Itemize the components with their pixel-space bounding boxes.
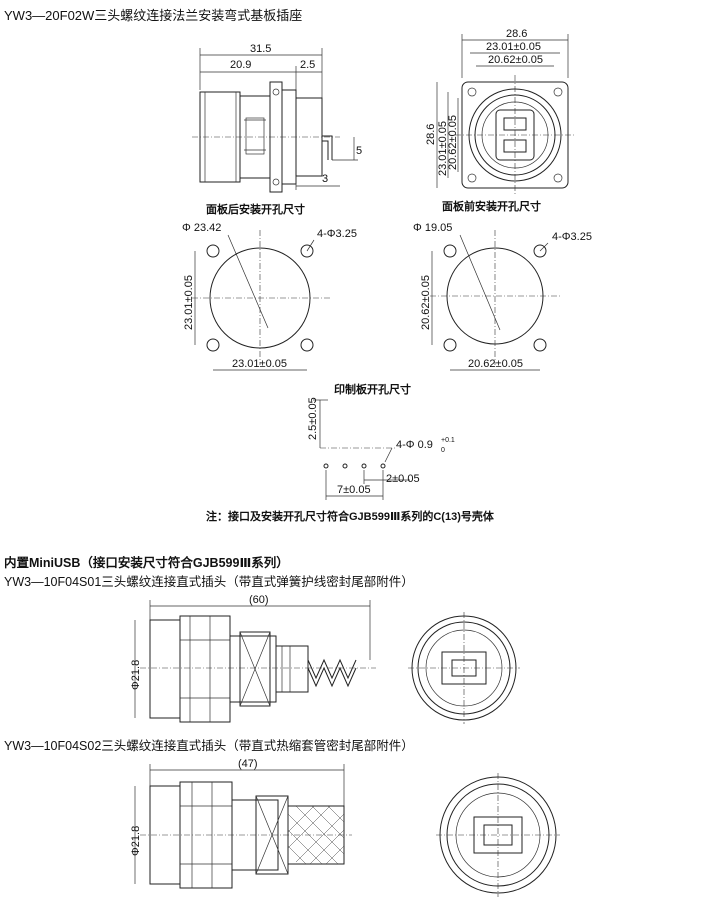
- dim-side-h3: 3: [322, 173, 328, 185]
- title-minusb: 内置MiniUSB（接口安装尺寸符合GJB599Ⅲ系列）: [4, 555, 289, 570]
- dim-side-h5: 5: [356, 145, 362, 157]
- dim-rear-v: 23.01±0.05: [183, 275, 195, 330]
- dim-plug1-dia: Φ21.8: [130, 660, 142, 690]
- dim-front-dia: Φ 19.05: [413, 222, 452, 234]
- socket-front-view: 28.6 23.01±0.05 20.62±0.05 28.6 23.01±0.…: [425, 28, 575, 195]
- plug-shrink-front-view: [436, 773, 560, 897]
- plug-shrink-side-view: (47) Φ21.8: [130, 758, 352, 889]
- dim-pcb-holes: 4-Φ 0.9: [396, 439, 433, 451]
- plug-spring-side-view: (60) Φ21.8: [130, 594, 376, 723]
- dim-front-h: 20.62±0.05: [468, 358, 523, 370]
- dim-front-h-outer: 28.6: [425, 124, 437, 145]
- dim-plug1-len: (60): [249, 594, 269, 606]
- title-plug-spring: YW3—10F04S01三头螺纹连接直式插头（带直式弹簧护线密封尾部附件）: [4, 574, 414, 589]
- dim-plug2-len: (47): [238, 758, 258, 770]
- dim-rear-holes: 4-Φ3.25: [317, 228, 357, 240]
- dim-front-w-outer: 28.6: [506, 28, 527, 40]
- dim-front-v: 20.62±0.05: [420, 275, 432, 330]
- dim-rear-dia: Φ 23.42: [182, 222, 221, 234]
- front-cutout-view: Φ 19.05 4-Φ3.25 20.62±0.05 20.62±0.05: [413, 222, 592, 371]
- dim-pcb-tol-up: +0.1: [441, 437, 455, 444]
- dim-plug2-dia: Φ21.8: [130, 826, 142, 856]
- dim-side-body: 20.9: [230, 59, 251, 71]
- dim-rear-h: 23.01±0.05: [232, 358, 287, 370]
- title-plug-shrink: YW3—10F04S02三头螺纹连接直式插头（带直式热缩套管密封尾部附件）: [4, 738, 414, 753]
- dim-front-holes: 4-Φ3.25: [552, 231, 592, 243]
- note-text: 注：接口及安装开孔尺寸符合GJB599Ⅲ系列的C(13)号壳体: [206, 509, 495, 523]
- dim-pcb-pitch: 2±0.05: [386, 473, 420, 485]
- dim-side-total: 31.5: [250, 43, 271, 55]
- rear-cutout-view: Φ 23.42 4-Φ3.25 23.01±0.05 23.01±0.05: [182, 222, 357, 371]
- title-socket: YW3—20F02W三头螺纹连接法兰安装弯式基板插座: [4, 8, 302, 23]
- dim-pcb-tol-dn: 0: [441, 447, 445, 454]
- dim-front-h-mid: 23.01±0.05: [437, 121, 449, 176]
- dim-side-pin: 2.5: [300, 59, 315, 71]
- pcb-cutout-view: 2.5±0.05 4-Φ 0.9 +0.1 0 2±0.05 7±0.05: [307, 397, 455, 500]
- dim-pcb-span: 7±0.05: [337, 484, 371, 496]
- caption-rear-cutout: 面板后安装开孔尺寸: [206, 202, 305, 216]
- caption-pcb-cutout: 印制板开孔尺寸: [334, 382, 411, 396]
- dim-pcb-v: 2.5±0.05: [307, 397, 319, 440]
- plug-spring-front-view: [408, 612, 520, 724]
- socket-side-view: 31.5 20.9 2.5 5 3: [192, 43, 362, 193]
- dim-front-w-mid: 23.01±0.05: [486, 41, 541, 53]
- dim-front-w-inner: 20.62±0.05: [488, 54, 543, 66]
- dim-front-h-inner: 20.62±0.05: [447, 115, 459, 170]
- caption-front-cutout: 面板前安装开孔尺寸: [442, 199, 541, 213]
